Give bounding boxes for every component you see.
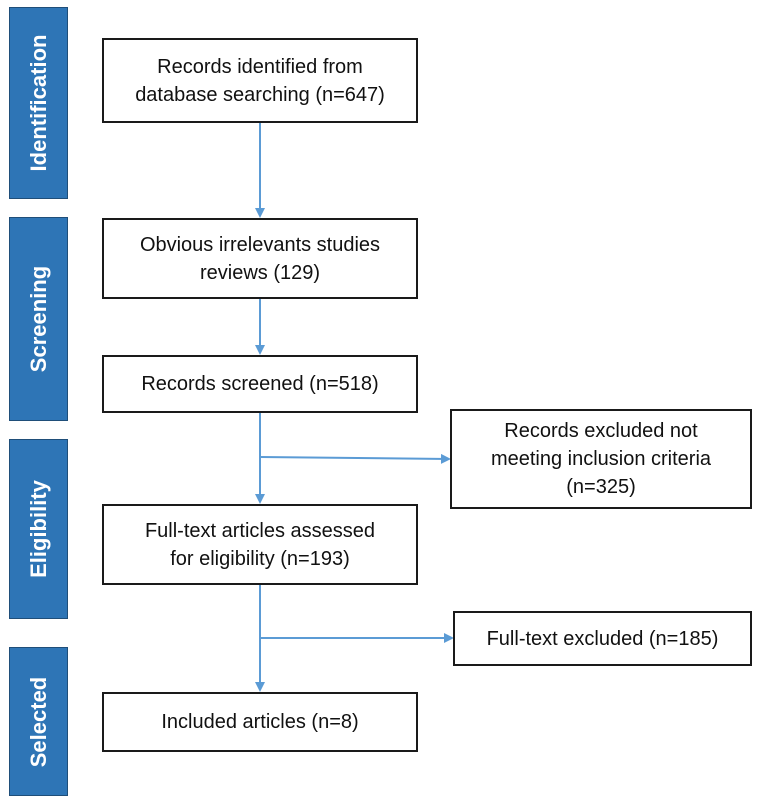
included-articles-line-1: Included articles (n=8) bbox=[161, 711, 359, 733]
irrelevant-removed-line-2: reviews (129) bbox=[199, 261, 321, 284]
records-screened-line-1: Records screened (n=518) bbox=[141, 373, 379, 395]
irrelevant-removed-line-1: Obvious irrelevants studies bbox=[139, 233, 381, 256]
records-identified-line-1: Records identified from bbox=[157, 55, 363, 78]
arrow-to-records-excluded bbox=[259, 453, 451, 464]
records-screened-box: Records screened (n=518) bbox=[102, 355, 418, 413]
fulltext-excluded-box: Full-text excluded (n=185) bbox=[453, 611, 752, 666]
stage-screening-bar: Screening bbox=[9, 217, 68, 421]
records-identified-line-2: database searching (n=647) bbox=[135, 83, 385, 106]
fulltext-assessed-line-1: Full-text articles assessed bbox=[144, 519, 376, 542]
records-excluded-line-1: Records excluded not bbox=[504, 420, 698, 442]
stage-selected-bar: Selected bbox=[9, 647, 68, 796]
records-excluded-box: Records excluded not meeting inclusion c… bbox=[450, 409, 752, 509]
included-articles-box: Included articles (n=8) bbox=[102, 692, 418, 752]
records-excluded-line-2: meeting inclusion criteria bbox=[490, 448, 712, 470]
stage-identification-bar: Identification bbox=[9, 7, 68, 199]
records-identified-box: Records identified from database searchi… bbox=[102, 38, 418, 123]
records-excluded-line-3: (n=325) bbox=[566, 476, 636, 498]
fulltext-assessed-box: Full-text articles assessed for eligibil… bbox=[102, 504, 418, 585]
fulltext-excluded-line-1: Full-text excluded (n=185) bbox=[486, 627, 719, 650]
irrelevant-removed-box: Obvious irrelevants studies reviews (129… bbox=[102, 218, 418, 299]
stage-eligibility-bar: Eligibility bbox=[9, 439, 68, 619]
fulltext-assessed-line-2: for eligibility (n=193) bbox=[170, 547, 350, 570]
